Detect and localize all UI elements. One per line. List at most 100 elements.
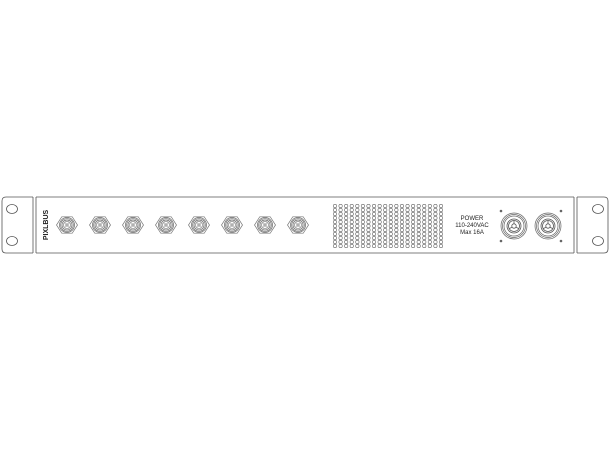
vent-hole	[388, 204, 393, 209]
power-voltage: 110-240VAC	[455, 223, 489, 229]
vent-hole	[383, 220, 388, 225]
output-connector-7[interactable]	[254, 216, 276, 234]
vent-hole	[366, 240, 371, 245]
vent-hole	[349, 244, 354, 249]
vent-hole	[416, 212, 421, 217]
vent-hole	[427, 212, 432, 217]
vent-hole	[383, 244, 388, 249]
output-connectors	[56, 216, 309, 234]
vent-hole	[338, 208, 343, 213]
vent-hole	[360, 240, 365, 245]
vent-hole	[394, 204, 399, 209]
vent-hole	[372, 236, 377, 241]
vent-hole	[416, 236, 421, 241]
vent-hole	[383, 240, 388, 245]
vent-hole	[377, 220, 382, 225]
vent-hole	[377, 204, 382, 209]
vent-hole	[355, 204, 360, 209]
vent-hole	[332, 220, 337, 225]
vent-hole	[394, 236, 399, 241]
vent-hole	[366, 236, 371, 241]
output-connector-4[interactable]	[155, 216, 177, 234]
vent-hole	[366, 220, 371, 225]
vent-hole	[433, 208, 438, 213]
vent-hole	[383, 208, 388, 213]
vent-hole	[438, 212, 443, 217]
vent-hole	[344, 208, 349, 213]
vent-hole	[411, 244, 416, 249]
vent-hole	[332, 208, 337, 213]
vent-hole	[332, 228, 337, 233]
vent-hole	[377, 212, 382, 217]
power-in-connector[interactable]	[499, 209, 528, 243]
vent-hole	[388, 232, 393, 237]
vent-hole	[433, 244, 438, 249]
vent-hole	[377, 232, 382, 237]
vent-hole	[405, 236, 410, 241]
power-title: POWER	[461, 216, 484, 222]
vent-hole	[422, 216, 427, 221]
vent-hole	[338, 216, 343, 221]
vent-hole	[338, 212, 343, 217]
vent-hole	[388, 236, 393, 241]
vent-hole	[383, 232, 388, 237]
vent-hole	[394, 212, 399, 217]
model-label: PIXLBUS	[43, 210, 50, 241]
vent-hole	[433, 224, 438, 229]
vent-hole	[388, 216, 393, 221]
output-connector-5[interactable]	[188, 216, 210, 234]
vent-hole	[366, 212, 371, 217]
vent-hole	[433, 220, 438, 225]
hex-connector-icon	[56, 216, 78, 234]
vent-hole	[438, 216, 443, 221]
vent-hole	[394, 240, 399, 245]
vent-hole	[399, 228, 404, 233]
vent-hole	[411, 204, 416, 209]
vent-hole	[438, 232, 443, 237]
vent-hole	[349, 224, 354, 229]
output-connector-3[interactable]	[122, 216, 144, 234]
vent-hole	[399, 220, 404, 225]
vent-hole	[383, 216, 388, 221]
vent-hole	[360, 244, 365, 249]
output-connector-2[interactable]	[89, 216, 111, 234]
output-connector-1[interactable]	[56, 216, 78, 234]
output-connector-8[interactable]	[287, 216, 309, 234]
vent-hole	[422, 236, 427, 241]
vent-hole	[427, 204, 432, 209]
vent-hole	[422, 228, 427, 233]
vent-hole	[372, 216, 377, 221]
vent-hole	[366, 216, 371, 221]
vent-hole	[360, 236, 365, 241]
vent-hole	[344, 232, 349, 237]
vent-hole	[366, 224, 371, 229]
vent-hole	[427, 220, 432, 225]
vent-hole	[372, 240, 377, 245]
vent-hole	[405, 228, 410, 233]
vent-hole	[349, 204, 354, 209]
vent-hole	[422, 220, 427, 225]
vent-hole	[332, 216, 337, 221]
vent-hole	[399, 216, 404, 221]
vent-hole	[422, 244, 427, 249]
vent-hole	[332, 244, 337, 249]
vent-hole	[405, 224, 410, 229]
power-label: POWER 110-240VAC Max 16A	[455, 216, 489, 236]
vent-hole	[422, 204, 427, 209]
power-out-connector[interactable]	[534, 209, 563, 243]
vent-hole	[411, 228, 416, 233]
vent-hole	[372, 212, 377, 217]
vent-hole	[355, 216, 360, 221]
vent-hole	[372, 204, 377, 209]
vent-hole	[433, 216, 438, 221]
screw-icon	[499, 239, 503, 243]
vent-hole	[349, 240, 354, 245]
vent-hole	[405, 212, 410, 217]
output-connector-6[interactable]	[221, 216, 243, 234]
vent-hole	[372, 228, 377, 233]
vent-hole	[411, 208, 416, 213]
vent-hole	[377, 224, 382, 229]
vent-hole	[394, 208, 399, 213]
vent-hole	[338, 228, 343, 233]
vent-hole	[416, 216, 421, 221]
